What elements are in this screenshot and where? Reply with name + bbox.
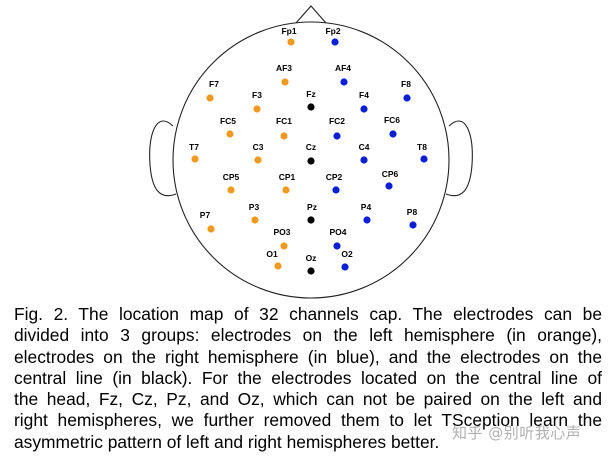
- nose: [295, 5, 327, 24]
- electrode-dot-pz: [307, 216, 315, 224]
- electrode-dot-p7: [207, 225, 215, 233]
- electrode-dot-t7: [191, 155, 199, 163]
- electrode-label-cp1: CP1: [279, 172, 296, 182]
- electrode-label-o2: O2: [341, 249, 353, 259]
- electrode-label-p4: P4: [361, 202, 372, 212]
- electrode-label-fz: Fz: [306, 89, 315, 99]
- electrode-label-cp2: CP2: [326, 172, 343, 182]
- electrode-dot-fc5: [226, 130, 234, 138]
- electrode-dot-o2: [341, 263, 349, 271]
- electrode-label-f4: F4: [359, 90, 369, 100]
- electrode-dot-cp6: [385, 182, 393, 190]
- electrode-dot-oz: [307, 267, 315, 275]
- electrode-label-c3: C3: [253, 142, 264, 152]
- electrode-dot-f8: [403, 94, 411, 102]
- electrode-label-oz: Oz: [306, 253, 317, 263]
- electrode-dot-cp1: [282, 186, 290, 194]
- electrode-label-f8: F8: [401, 79, 411, 89]
- electrode-label-t8: T8: [417, 142, 427, 152]
- electrode-dot-p3: [251, 216, 259, 224]
- head-outline: [149, 5, 473, 299]
- electrode-dot-o1: [274, 262, 282, 270]
- electrode-label-cp6: CP6: [382, 169, 399, 179]
- electrode-label-fc6: FC6: [384, 115, 400, 125]
- electrode-dot-p4: [363, 216, 371, 224]
- electrode-label-o1: O1: [266, 249, 278, 259]
- electrode-dot-f3: [253, 105, 261, 113]
- right-ear: [445, 120, 473, 197]
- electrode-dot-fz: [307, 103, 315, 111]
- electrode-label-p8: P8: [407, 207, 418, 217]
- electrode-dot-fc2: [333, 132, 341, 140]
- head-circle: [172, 21, 450, 299]
- electrode-dot-po3: [280, 242, 288, 250]
- electrode-label-cp5: CP5: [223, 172, 240, 182]
- caption-line: divided into 3 groups: electrodes on the…: [14, 325, 602, 346]
- electrode-label-fc5: FC5: [220, 116, 236, 126]
- electrode-label-c4: C4: [359, 142, 370, 152]
- left-ear: [149, 120, 177, 197]
- electrode-dot-cz: [307, 157, 315, 165]
- figure-caption: Fig. 2. The location map of 32 channels …: [14, 304, 602, 453]
- electrode-dot-po4: [333, 242, 341, 250]
- electrode-dot-fp2: [331, 38, 339, 46]
- electrode-dot-c4: [360, 156, 368, 164]
- electrode-label-p7: P7: [200, 210, 211, 220]
- electrode-dot-fc6: [389, 130, 397, 138]
- electrode-dot-c3: [254, 156, 262, 164]
- electrode-dot-f7: [206, 94, 214, 102]
- electrode-dot-t8: [420, 155, 428, 163]
- electrode-label-f7: F7: [209, 79, 219, 89]
- electrode-label-t7: T7: [189, 142, 199, 152]
- caption-line: electrodes on the right hemisphere (in b…: [14, 346, 602, 367]
- electrode-label-p3: P3: [249, 202, 260, 212]
- caption-line: central line (in black). For the electro…: [14, 367, 602, 388]
- electrode-dot-p8: [409, 221, 417, 229]
- electrode-dot-fc1: [280, 132, 288, 140]
- caption-line: asymmetric pattern of left and right hem…: [14, 431, 440, 452]
- electrode-label-fc1: FC1: [276, 116, 292, 126]
- electrode-label-af4: AF4: [335, 63, 351, 73]
- electrode-label-po4: PO4: [329, 227, 346, 237]
- caption-line: the head, Fz, Cz, Pz, and Oz, which can …: [14, 389, 602, 410]
- electrode-dot-cp2: [332, 186, 340, 194]
- electrode-label-po3: PO3: [273, 227, 290, 237]
- electrode-dot-cp5: [227, 186, 235, 194]
- caption-line: Fig. 2. The location map of 32 channels …: [14, 304, 602, 324]
- watermark: 知乎 @别听我心声: [452, 424, 582, 442]
- electrode-dot-f4: [360, 105, 368, 113]
- electrode-label-fp1: Fp1: [281, 26, 296, 36]
- electrode-label-cz: Cz: [306, 142, 316, 152]
- electrode-dot-af4: [340, 78, 348, 86]
- electrode-label-fc2: FC2: [329, 116, 345, 126]
- electrode-label-fp2: Fp2: [325, 26, 340, 36]
- electrode-label-af3: AF3: [276, 63, 292, 73]
- caption-line: right hemispheres, we further removed th…: [14, 410, 602, 431]
- electrode-dot-af3: [281, 78, 289, 86]
- electrode-label-pz: Pz: [307, 202, 317, 212]
- electrode-dot-fp1: [287, 38, 295, 46]
- electrode-label-f3: F3: [252, 90, 262, 100]
